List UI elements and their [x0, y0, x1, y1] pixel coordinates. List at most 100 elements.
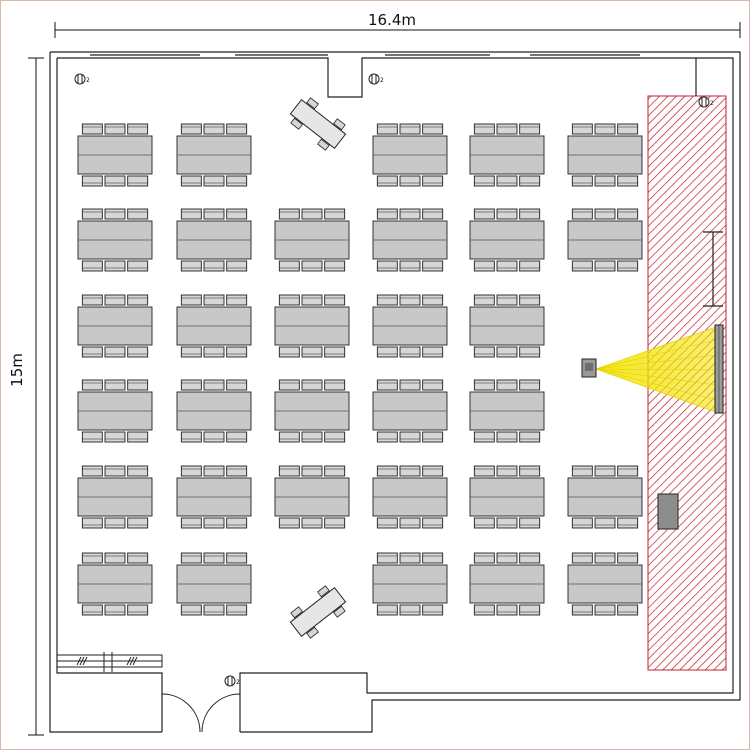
chair [496, 517, 518, 529]
chair [473, 517, 495, 529]
chair [324, 208, 346, 220]
chair [127, 431, 149, 443]
chair [104, 517, 126, 529]
table-set [274, 379, 350, 443]
chair [127, 604, 149, 616]
whiteboard [703, 231, 723, 307]
chair [81, 379, 103, 391]
chair [180, 123, 202, 135]
chair [180, 260, 202, 272]
chair [127, 379, 149, 391]
chair [301, 346, 323, 358]
chair [81, 552, 103, 564]
chair [594, 552, 616, 564]
chair [203, 552, 225, 564]
chair [301, 517, 323, 529]
chair [127, 294, 149, 306]
chair [104, 604, 126, 616]
chair [203, 379, 225, 391]
chair [571, 604, 593, 616]
chair [399, 260, 421, 272]
chair [203, 175, 225, 187]
chair [399, 604, 421, 616]
outlet-label: 2 [380, 77, 384, 84]
chair [81, 431, 103, 443]
chair [399, 517, 421, 529]
chair [278, 379, 300, 391]
chair [422, 379, 444, 391]
table-set [469, 379, 545, 443]
chair [617, 260, 639, 272]
table-set [77, 123, 153, 187]
table-set [176, 465, 252, 529]
chair [617, 465, 639, 477]
chair [301, 260, 323, 272]
chair [180, 465, 202, 477]
table-set [372, 465, 448, 529]
projector-beam-lines [595, 339, 717, 401]
chair [422, 517, 444, 529]
angled-table-bottom [289, 585, 347, 639]
table-set [176, 379, 252, 443]
chair [399, 123, 421, 135]
wall-cabinet [56, 652, 163, 672]
chair [180, 517, 202, 529]
width-dimension: 16.4m [54, 11, 741, 38]
chair [519, 123, 541, 135]
chair [278, 208, 300, 220]
chair [496, 604, 518, 616]
outlet-label: 2 [86, 77, 90, 84]
chair [127, 123, 149, 135]
chair [617, 517, 639, 529]
chair [376, 260, 398, 272]
projector-icon [581, 358, 597, 378]
chair [594, 604, 616, 616]
chair [571, 175, 593, 187]
chair [422, 552, 444, 564]
projection-screen [714, 324, 724, 414]
chair [301, 379, 323, 391]
chair [594, 123, 616, 135]
chair [571, 465, 593, 477]
chair [473, 379, 495, 391]
chair [571, 208, 593, 220]
chair [473, 465, 495, 477]
chair [81, 208, 103, 220]
chair [226, 604, 248, 616]
chair [399, 175, 421, 187]
chair [617, 208, 639, 220]
chair [81, 604, 103, 616]
chair [376, 208, 398, 220]
chair [496, 465, 518, 477]
chair [203, 123, 225, 135]
chair [127, 175, 149, 187]
chair [519, 552, 541, 564]
table-set [77, 552, 153, 616]
chair [226, 123, 248, 135]
chair [81, 346, 103, 358]
outlet-top-middle: 2 [368, 73, 384, 85]
chair [473, 294, 495, 306]
chair [399, 552, 421, 564]
chair [376, 346, 398, 358]
chair [324, 465, 346, 477]
chair [473, 552, 495, 564]
table-set [469, 123, 545, 187]
table-set [77, 294, 153, 358]
table-set [274, 294, 350, 358]
chair [519, 294, 541, 306]
chair [422, 346, 444, 358]
table-set [567, 123, 643, 187]
chair [180, 175, 202, 187]
chair [226, 260, 248, 272]
table-set [372, 123, 448, 187]
chair [519, 379, 541, 391]
chair [180, 208, 202, 220]
chair [127, 346, 149, 358]
chair [617, 604, 639, 616]
chair [203, 431, 225, 443]
chair [519, 175, 541, 187]
chair [376, 379, 398, 391]
chair [81, 123, 103, 135]
chair [376, 604, 398, 616]
